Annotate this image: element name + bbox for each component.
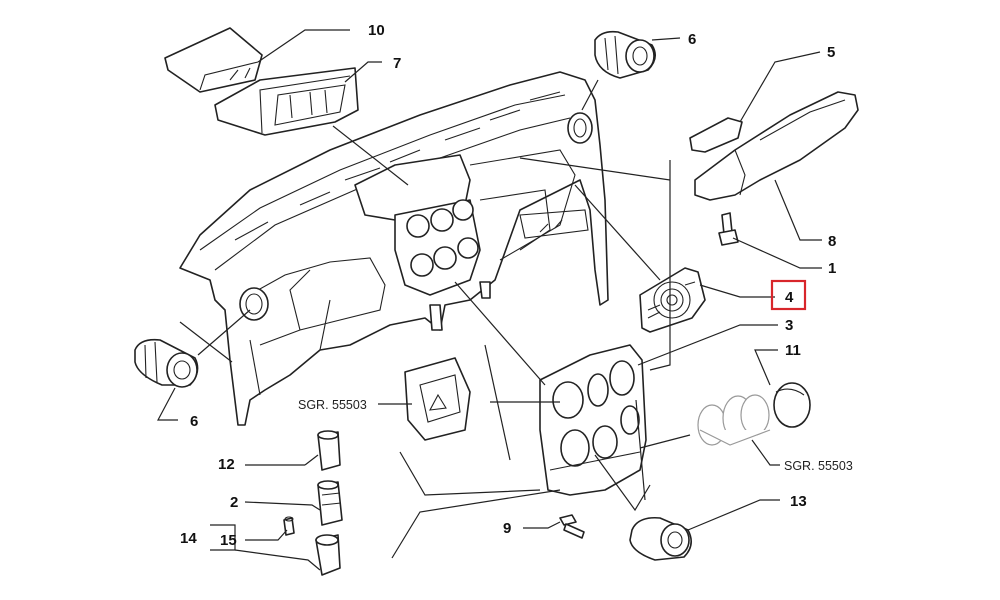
- reference-left: SGR. 55503: [298, 398, 367, 412]
- part-1-screw[interactable]: [718, 212, 739, 246]
- callout-15[interactable]: 15: [220, 532, 237, 549]
- callout-4[interactable]: 4: [785, 289, 794, 306]
- callout-6-top[interactable]: 6: [688, 31, 696, 48]
- ghost-switch-part: [697, 394, 771, 446]
- reference-right: SGR. 55503: [784, 459, 853, 473]
- callout-8[interactable]: 8: [828, 233, 836, 250]
- part-11-cap[interactable]: [773, 382, 811, 428]
- part-6-vent-top[interactable]: [594, 30, 656, 79]
- leader-lines: [157, 29, 822, 571]
- part-13-vent[interactable]: [629, 516, 692, 561]
- part-7-housing[interactable]: [214, 67, 359, 136]
- callout-9[interactable]: 9: [503, 520, 511, 537]
- hazard-switch-part[interactable]: [404, 357, 471, 441]
- part-9-screw[interactable]: [559, 514, 585, 539]
- part-8-handle[interactable]: [694, 91, 859, 201]
- callout-7[interactable]: 7: [393, 55, 401, 72]
- callout-12[interactable]: 12: [218, 456, 235, 473]
- part-10-cover[interactable]: [164, 27, 263, 93]
- part-12-plug[interactable]: [317, 430, 341, 471]
- callout-1[interactable]: 1: [828, 260, 836, 277]
- callout-5[interactable]: 5: [827, 44, 835, 61]
- part-3-center-console[interactable]: [539, 344, 647, 496]
- callout-13[interactable]: 13: [790, 493, 807, 510]
- dashboard-body: [179, 71, 609, 426]
- highlight-box-callout-4: [770, 279, 807, 311]
- part-14-holder[interactable]: [315, 534, 341, 576]
- callout-6-left[interactable]: 6: [190, 413, 198, 430]
- callout-10[interactable]: 10: [368, 22, 385, 39]
- callout-labels: 10 7 6 5 8 1 4 3 11 6 12 2 14 15 9 13 SG…: [180, 22, 853, 549]
- callout-3[interactable]: 3: [785, 317, 793, 334]
- callout-14[interactable]: 14: [180, 530, 197, 547]
- part-4-speaker-grille[interactable]: [639, 267, 706, 333]
- part-5-trim[interactable]: [689, 117, 743, 153]
- part-2-socket[interactable]: [317, 480, 343, 526]
- callout-2[interactable]: 2: [230, 494, 238, 511]
- part-6-vent-left[interactable]: [134, 338, 199, 388]
- callout-11[interactable]: 11: [785, 342, 801, 359]
